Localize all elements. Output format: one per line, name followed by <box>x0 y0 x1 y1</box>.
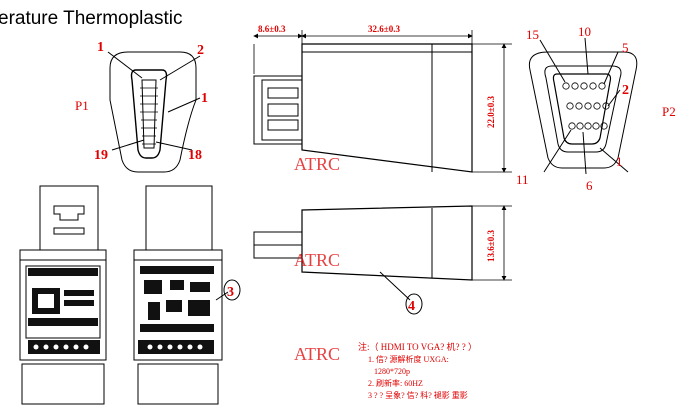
p1-pin1-side-label: 1 <box>201 91 208 106</box>
watermark-atrc-3: ATRC <box>294 344 340 364</box>
dim-body-length: 32.6±0.3 <box>368 24 400 34</box>
p2-pin6-label: 6 <box>586 178 593 193</box>
p1-pin1-top-label: 1 <box>97 40 104 55</box>
adapter-top-view <box>253 205 473 301</box>
pcb-back-view <box>133 185 229 405</box>
p2-pin5-label: 5 <box>622 40 629 55</box>
p2-pin11-label: 11 <box>516 172 529 187</box>
notes-header: 注:（ HDMI TO VGA? 机? ? ） <box>358 341 477 352</box>
p2-pin2-label: 2 <box>622 83 629 98</box>
dim-height: 22.0±0.3 <box>486 96 496 128</box>
vga-end-view <box>528 37 638 175</box>
balloon-4-circle <box>405 293 423 315</box>
p1-connector-label: P1 <box>75 98 89 113</box>
pcb-front-view <box>19 185 107 405</box>
side-view-dimension-lines <box>253 30 512 173</box>
top-view-dimension-lines <box>472 205 512 281</box>
dim-plug-length: 8.6±0.3 <box>258 24 286 34</box>
notes-line-2: 1280*720p <box>374 367 410 376</box>
notes-line-3: 2. 刷新率: 60HZ <box>368 378 423 388</box>
watermark-atrc-1: ATRC <box>294 154 340 174</box>
p2-pin10-label: 10 <box>578 24 591 39</box>
p2-pin1-label: 1 <box>616 154 623 169</box>
notes-line-1: 1. 信? 源解析度 UXGA: <box>368 354 449 364</box>
document-title: erature Thermoplastic <box>0 8 183 29</box>
balloon-3-circle <box>223 279 241 301</box>
p2-pin15-label: 15 <box>526 27 539 42</box>
p1-pin2-label: 2 <box>197 43 204 58</box>
watermark-atrc-2: ATRC <box>294 250 340 270</box>
p2-connector-label: P2 <box>662 104 676 119</box>
dim-thickness: 13.6±0.3 <box>486 230 496 262</box>
balloon-3-label: 3 <box>227 285 234 300</box>
notes-line-4: 3 ? ? 呈象? 信? 科? 褪影 重影 <box>368 390 468 400</box>
balloon-4-label: 4 <box>408 299 415 314</box>
hdmi-end-view <box>107 51 201 173</box>
adapter-side-view <box>253 43 473 173</box>
p1-pin18-label: 18 <box>188 148 202 163</box>
p1-pin19-label: 19 <box>94 148 108 163</box>
